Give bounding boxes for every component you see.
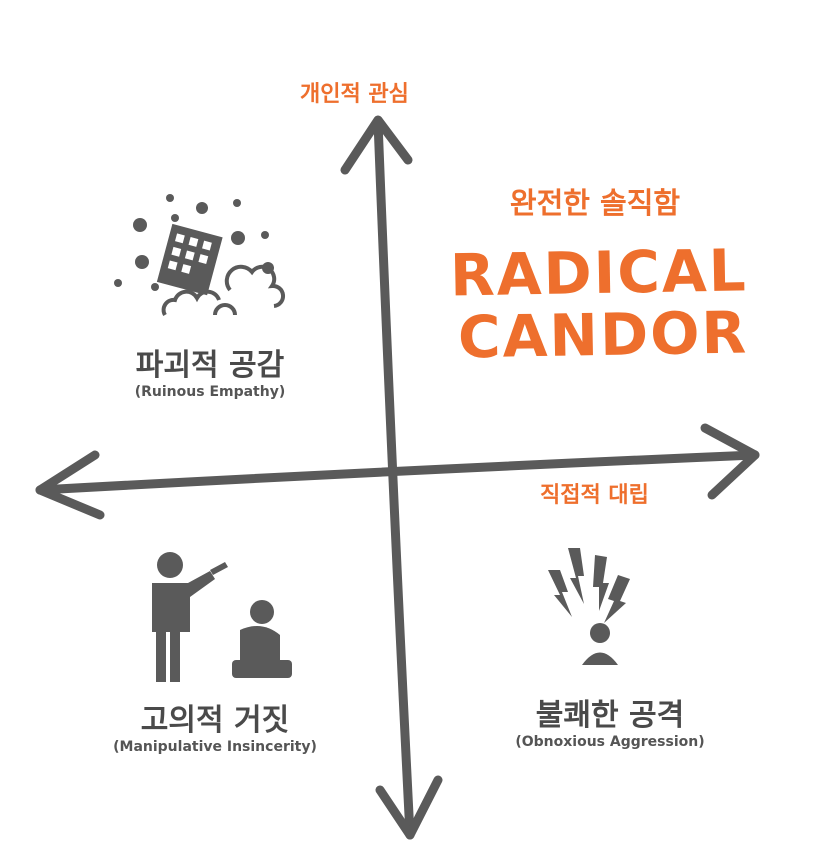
down-arrowhead xyxy=(375,775,443,840)
radical-headline: RADICAL xyxy=(449,236,749,310)
quadrant-title: 불쾌한 공격 xyxy=(535,698,685,733)
horizontal-axis xyxy=(35,450,760,495)
right-arrowhead xyxy=(700,423,760,500)
quadrant-title: 고의적 거짓 xyxy=(140,703,290,738)
building-hearts-cloud-icon xyxy=(114,194,285,317)
vertical-axis-label: 개인적 관심 xyxy=(300,82,409,107)
quadrant-subtitle: (Ruinous Empathy) xyxy=(134,384,286,400)
quadrant-subtitle: (Obnoxious Aggression) xyxy=(515,734,705,750)
vertical-axis xyxy=(373,117,415,840)
up-arrowhead xyxy=(340,115,413,175)
quadrant-ruinous-empathy: 파괴적 공감 (Ruinous Empathy) xyxy=(70,340,350,400)
lightning-person-icon xyxy=(548,548,630,665)
quadrant-obnoxious-aggression: 불쾌한 공격 (Obnoxious Aggression) xyxy=(490,690,730,750)
quadrant-manipulative-insincerity: 고의적 거짓 (Manipulative Insincerity) xyxy=(70,695,360,755)
horizontal-axis-label: 직접적 대립 xyxy=(540,483,649,508)
backstab-icon xyxy=(152,552,292,682)
quadrant-title: 완전한 솔직함 xyxy=(509,186,681,220)
quadrant-radical-candor: 완전한 솔직함 RADICAL CANDOR xyxy=(449,180,749,372)
quadrant-subtitle: (Manipulative Insincerity) xyxy=(113,739,317,755)
left-arrowhead xyxy=(35,450,105,520)
quadrant-title: 파괴적 공감 xyxy=(135,348,285,383)
candor-headline: CANDOR xyxy=(457,298,749,372)
